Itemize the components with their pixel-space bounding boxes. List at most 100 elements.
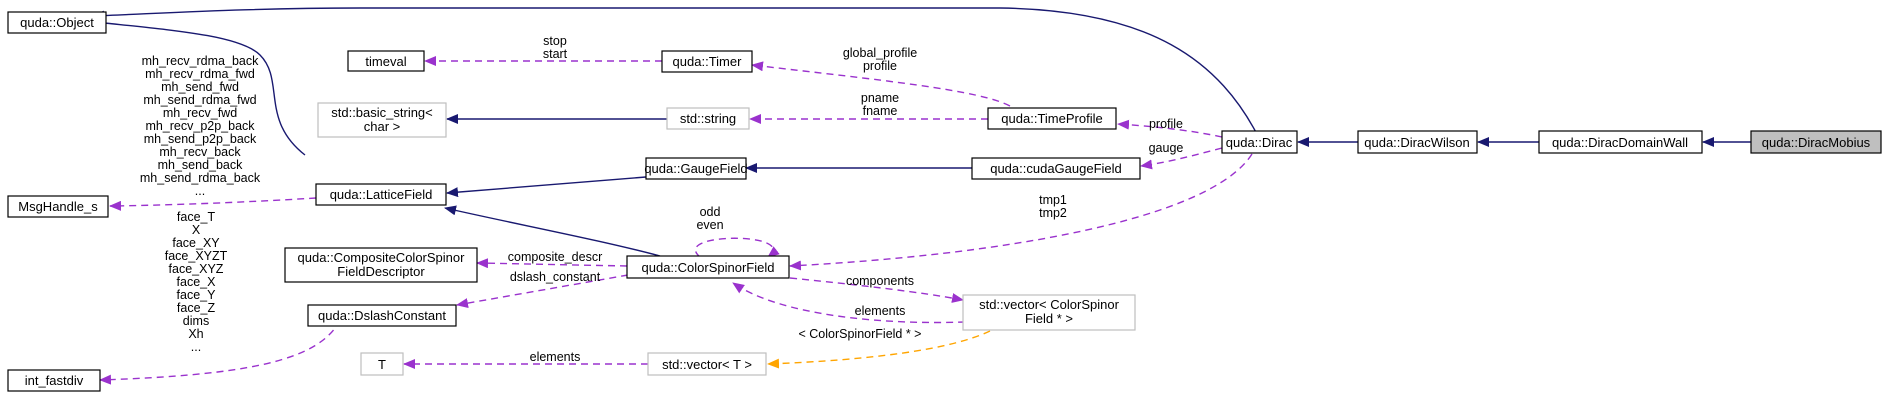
label-msg-10: ... — [195, 184, 205, 198]
label-msg-5: mh_recv_p2p_back — [145, 119, 255, 133]
node-dslash-constant-label: quda::DslashConstant — [318, 308, 446, 323]
label-fastdiv-6: face_Y — [177, 288, 217, 302]
label-dslash-constant: dslash_constant — [510, 270, 601, 284]
node-composite-label-2: FieldDescriptor — [337, 264, 425, 279]
label-fastdiv-2: face_XY — [172, 236, 220, 250]
label-pname: pname — [861, 91, 899, 105]
node-latticefield[interactable]: quda::LatticeField — [315, 183, 447, 206]
node-vector-t-label: std::vector< T > — [662, 357, 752, 372]
node-timeprofile-label: quda::TimeProfile — [1001, 111, 1102, 126]
node-timeval[interactable]: timeval — [347, 50, 425, 72]
node-gaugefield-label: quda::GaugeField — [644, 161, 747, 176]
label-elements-t: elements — [530, 350, 581, 364]
label-msg-1: mh_recv_rdma_fwd — [145, 67, 255, 81]
node-basic-string[interactable]: std::basic_string< char > — [317, 102, 447, 138]
label-profile-timer: profile — [863, 59, 897, 73]
label-fastdiv-8: dims — [183, 314, 209, 328]
label-fastdiv-4: face_XYZ — [169, 262, 224, 276]
node-object[interactable]: quda::Object — [7, 11, 107, 34]
label-template-arg: < ColorSpinorField * > — [799, 327, 922, 341]
node-msghandle-label: MsgHandle_s — [18, 199, 98, 214]
node-gaugefield[interactable]: quda::GaugeField — [644, 157, 748, 180]
node-dirac-label: quda::Dirac — [1226, 135, 1293, 150]
edge-latticefield-object — [94, 18, 306, 156]
label-fname: fname — [863, 104, 898, 118]
label-fastdiv-10: ... — [191, 340, 201, 354]
node-diracdomainwall-label: quda::DiracDomainWall — [1552, 135, 1688, 150]
label-fastdiv-5: face_X — [177, 275, 217, 289]
label-tmp2: tmp2 — [1039, 206, 1067, 220]
label-fastdiv-0: face_T — [177, 210, 216, 224]
label-profile: profile — [1149, 117, 1183, 131]
edge-vectorcsf-vectort — [767, 330, 991, 369]
edge-colorspinorfield-composite — [476, 258, 628, 269]
node-diracwilson[interactable]: quda::DiracWilson — [1357, 130, 1478, 154]
node-string-label: std::string — [680, 111, 736, 126]
node-timeval-label: timeval — [365, 54, 406, 69]
edge-gaugefield-latticefield — [446, 176, 647, 198]
label-gauge: gauge — [1149, 141, 1184, 155]
node-basic-string-label-2: char > — [364, 119, 401, 134]
node-dirac[interactable]: quda::Dirac — [1221, 130, 1298, 154]
label-timer-stop: stop — [543, 34, 567, 48]
node-vector-csf-label-2: Field * > — [1025, 311, 1073, 326]
label-msg-9: mh_send_rdma_back — [140, 171, 261, 185]
node-cudagaugefield-label: quda::cudaGaugeField — [990, 161, 1122, 176]
node-int-fastdiv-label: int_fastdiv — [25, 373, 84, 388]
label-tmp1: tmp1 — [1039, 193, 1067, 207]
label-fastdiv-1: X — [192, 223, 201, 237]
node-t[interactable]: T — [360, 352, 404, 376]
edge-colorspinorfield-latticefield — [444, 205, 661, 257]
edge-dirac-colorspinorfield — [789, 153, 1253, 271]
label-timer-start: start — [543, 47, 568, 61]
node-timer-label: quda::Timer — [673, 54, 743, 69]
label-fastdiv-9: Xh — [188, 327, 203, 341]
edge-latticefield-msghandle — [109, 197, 317, 211]
node-string[interactable]: std::string — [666, 107, 750, 130]
node-latticefield-label: quda::LatticeField — [330, 187, 433, 202]
node-dslash-constant[interactable]: quda::DslashConstant — [307, 304, 457, 327]
label-msg-4: mh_recv_fwd — [163, 106, 237, 120]
node-cudagaugefield[interactable]: quda::cudaGaugeField — [971, 157, 1141, 180]
node-colorspinorfield-label: quda::ColorSpinorField — [642, 260, 775, 275]
edge-timeprofile-timer — [751, 61, 1011, 107]
edge-labels: mh_recv_rdma_back mh_recv_rdma_fwd mh_se… — [140, 34, 1184, 364]
label-even: even — [696, 218, 723, 232]
node-composite-descriptor[interactable]: quda::CompositeColorSpinor FieldDescript… — [284, 247, 478, 283]
node-diracwilson-label: quda::DiracWilson — [1364, 135, 1470, 150]
edge-dirac-timeprofile — [1117, 119, 1223, 138]
node-diracmobius[interactable]: quda::DiracMobius — [1750, 130, 1882, 154]
node-timeprofile[interactable]: quda::TimeProfile — [987, 107, 1117, 130]
label-components: components — [846, 274, 914, 288]
label-msg-6: mh_send_p2p_back — [144, 132, 257, 146]
edge-dirac-cudagaugefield — [1140, 147, 1223, 170]
node-timer[interactable]: quda::Timer — [661, 50, 753, 73]
label-global-profile: global_profile — [843, 46, 917, 60]
label-fastdiv-7: face_Z — [177, 301, 216, 315]
node-t-label: T — [378, 357, 386, 372]
nodes: quda::Object timeval std::basic_string< … — [7, 11, 1882, 392]
label-msg-2: mh_send_fwd — [161, 80, 239, 94]
label-msg-7: mh_recv_back — [159, 145, 241, 159]
edge-colorspinorfield-self — [695, 237, 780, 258]
edge-vectorcsf-colorspinorfield — [732, 282, 966, 324]
label-elements: elements — [855, 304, 906, 318]
node-composite-label-1: quda::CompositeColorSpinor — [298, 250, 466, 265]
edge-colorspinorfield-vectorcsf — [789, 277, 964, 303]
label-odd: odd — [700, 205, 721, 219]
edge-dirac-object — [92, 7, 1261, 141]
edge-colorspinorfield-dslash — [456, 274, 629, 309]
node-msghandle[interactable]: MsgHandle_s — [7, 195, 109, 218]
node-basic-string-label-1: std::basic_string< — [331, 105, 433, 120]
node-int-fastdiv[interactable]: int_fastdiv — [7, 369, 101, 392]
label-fastdiv-3: face_XYZT — [165, 249, 228, 263]
node-vector-t[interactable]: std::vector< T > — [647, 352, 767, 376]
edge-dslash-intfastdiv — [99, 319, 341, 385]
node-diracdomainwall[interactable]: quda::DiracDomainWall — [1538, 130, 1703, 154]
label-msg-8: mh_send_back — [158, 158, 244, 172]
label-msg-0: mh_recv_rdma_back — [142, 54, 259, 68]
node-vector-colorspinorfield[interactable]: std::vector< ColorSpinor Field * > — [962, 294, 1136, 331]
label-msg-3: mh_send_rdma_fwd — [143, 93, 256, 107]
node-colorspinorfield[interactable]: quda::ColorSpinorField — [626, 255, 790, 279]
